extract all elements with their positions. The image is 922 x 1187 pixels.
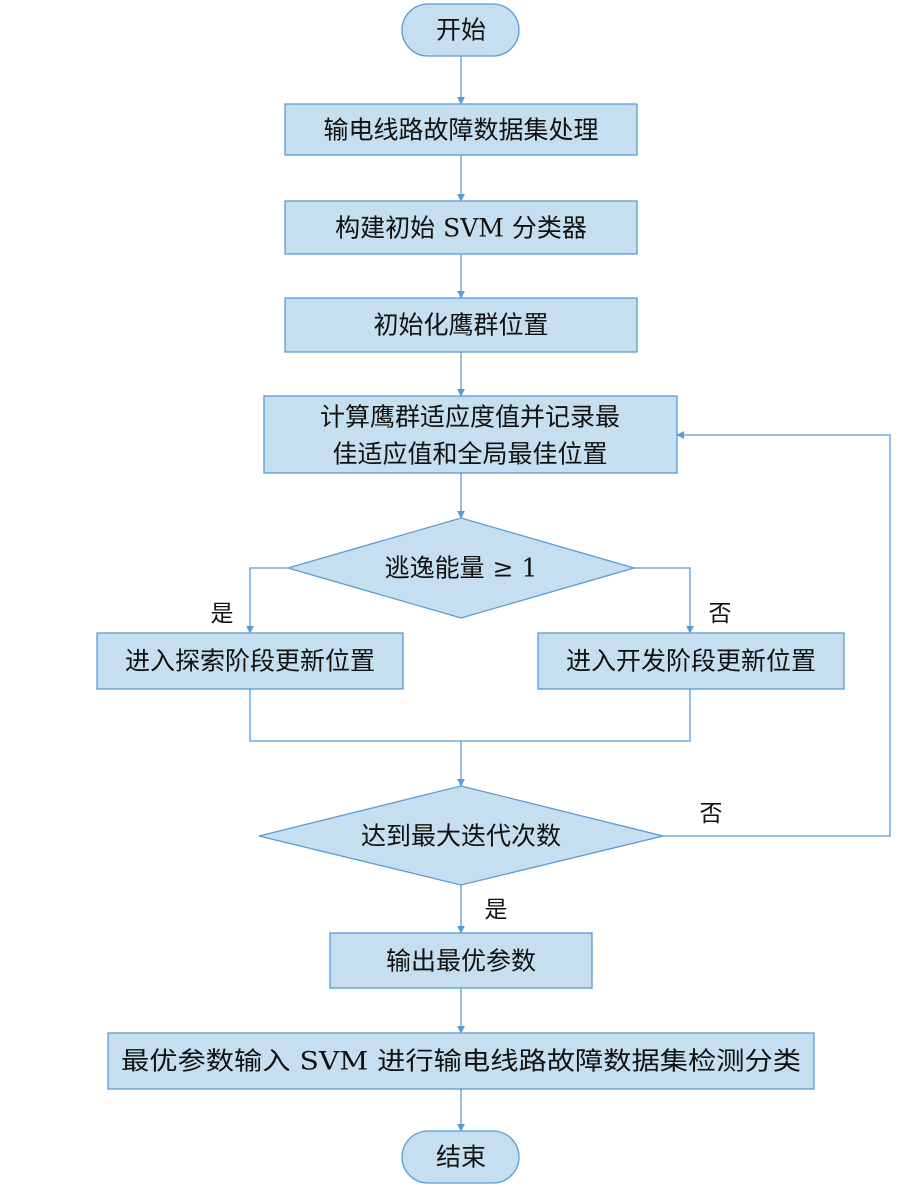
build-svm-node: 构建初始 SVM 分类器 <box>284 200 638 255</box>
max-iter-label: 达到最大迭代次数 <box>361 822 561 851</box>
classify-label: 最优参数输入 SVM 进行输电线路故障数据集检测分类 <box>121 1047 801 1076</box>
iter-yes-label: 是 <box>485 897 508 923</box>
escape-no-label: 否 <box>709 601 732 627</box>
max-iter-decision: 达到最大迭代次数 <box>258 785 664 886</box>
escape-energy-label: 逃逸能量 ≥ 1 <box>385 554 538 583</box>
start-label: 开始 <box>436 16 486 45</box>
classify-node: 最优参数输入 SVM 进行输电线路故障数据集检测分类 <box>107 1032 815 1090</box>
connectors <box>246 56 891 1132</box>
escape-energy-decision: 逃逸能量 ≥ 1 <box>285 517 637 619</box>
start-node: 开始 <box>401 3 520 57</box>
process-dataset-label: 输电线路故障数据集处理 <box>323 116 598 145</box>
exploit-label: 进入开发阶段更新位置 <box>566 647 816 676</box>
arrow-escape-yes <box>246 567 288 634</box>
end-label: 结束 <box>436 1143 486 1172</box>
arrow-max-iter-loop-back <box>663 431 891 837</box>
explore-node: 进入探索阶段更新位置 <box>96 632 404 690</box>
build-svm-label: 构建初始 SVM 分类器 <box>335 214 587 243</box>
explore-label: 进入探索阶段更新位置 <box>125 647 375 676</box>
init-positions-label: 初始化鹰群位置 <box>373 311 548 340</box>
merge-line <box>249 689 691 742</box>
output-params-node: 输出最优参数 <box>329 932 593 989</box>
exploit-node: 进入开发阶段更新位置 <box>537 632 845 690</box>
escape-yes-label: 是 <box>211 601 234 627</box>
output-params-label: 输出最优参数 <box>386 947 536 976</box>
init-positions-node: 初始化鹰群位置 <box>284 297 638 353</box>
compute-fitness-label-line1: 计算鹰群适应度值并记录最 <box>320 403 620 432</box>
iter-no-label: 否 <box>700 801 723 827</box>
end-node: 结束 <box>401 1130 520 1184</box>
compute-fitness-label-line2: 佳适应值和全局最佳位置 <box>332 440 607 469</box>
compute-fitness-node: 计算鹰群适应度值并记录最 佳适应值和全局最佳位置 <box>263 395 678 474</box>
arrow-escape-no <box>634 567 694 634</box>
process-dataset-node: 输电线路故障数据集处理 <box>284 103 638 156</box>
